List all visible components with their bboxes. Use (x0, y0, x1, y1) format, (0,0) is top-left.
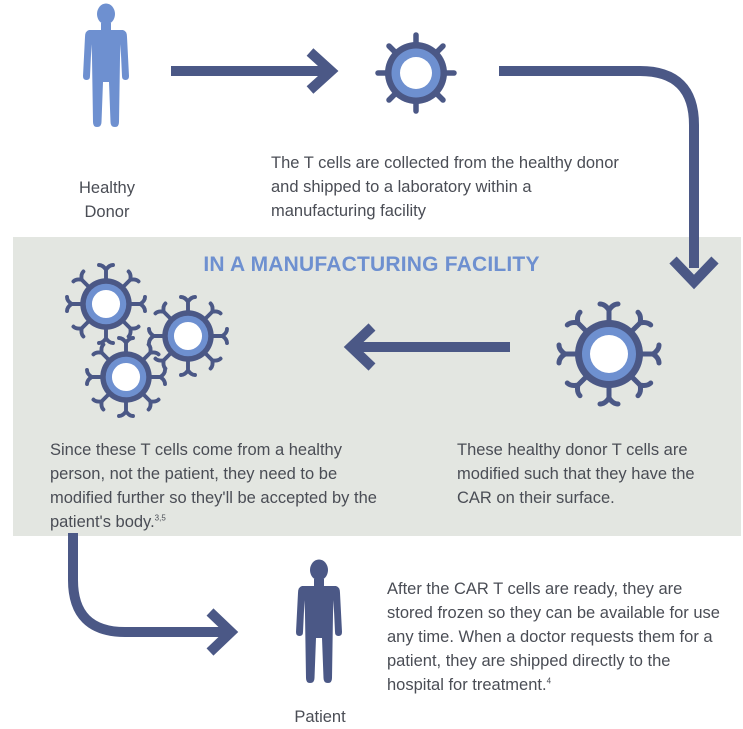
arrow-donor-to-cell-icon (171, 48, 339, 94)
car-t-cell-icon (85, 336, 167, 418)
step-collect-text: The T cells are collected from the healt… (271, 154, 619, 220)
arrow-to-patient-icon (68, 533, 239, 656)
step-store-body: After the CAR T cells are ready, they ar… (387, 580, 720, 694)
donor-label-line2: Donor (84, 203, 130, 221)
car-t-cell-icon (559, 304, 659, 404)
step-further-modify-text: Since these T cells come from a healthy … (50, 438, 395, 534)
step-store-ref: 4 (546, 676, 552, 686)
car-t-cell-icon (65, 263, 147, 345)
arrow-to-facility-icon (499, 66, 719, 290)
donor-label: Healthy Donor (62, 176, 152, 224)
patient-label: Patient (294, 708, 346, 726)
facility-title: IN A MANUFACTURING FACILITY (203, 253, 540, 276)
donor-person-icon (83, 3, 129, 127)
step-further-modify-ref: 3,5 (154, 513, 166, 523)
car-t-cell-icon (147, 295, 229, 377)
arrow-modify-left-icon (343, 323, 510, 371)
patient-person-icon (296, 559, 342, 683)
step-modify-text: These healthy donor T cells are modified… (457, 441, 695, 507)
step-further-modify-body: Since these T cells come from a healthy … (50, 441, 377, 531)
donor-label-line1: Healthy (79, 179, 135, 197)
t-cell-icon (378, 35, 454, 111)
step-store-text: After the CAR T cells are ready, they ar… (387, 577, 722, 697)
